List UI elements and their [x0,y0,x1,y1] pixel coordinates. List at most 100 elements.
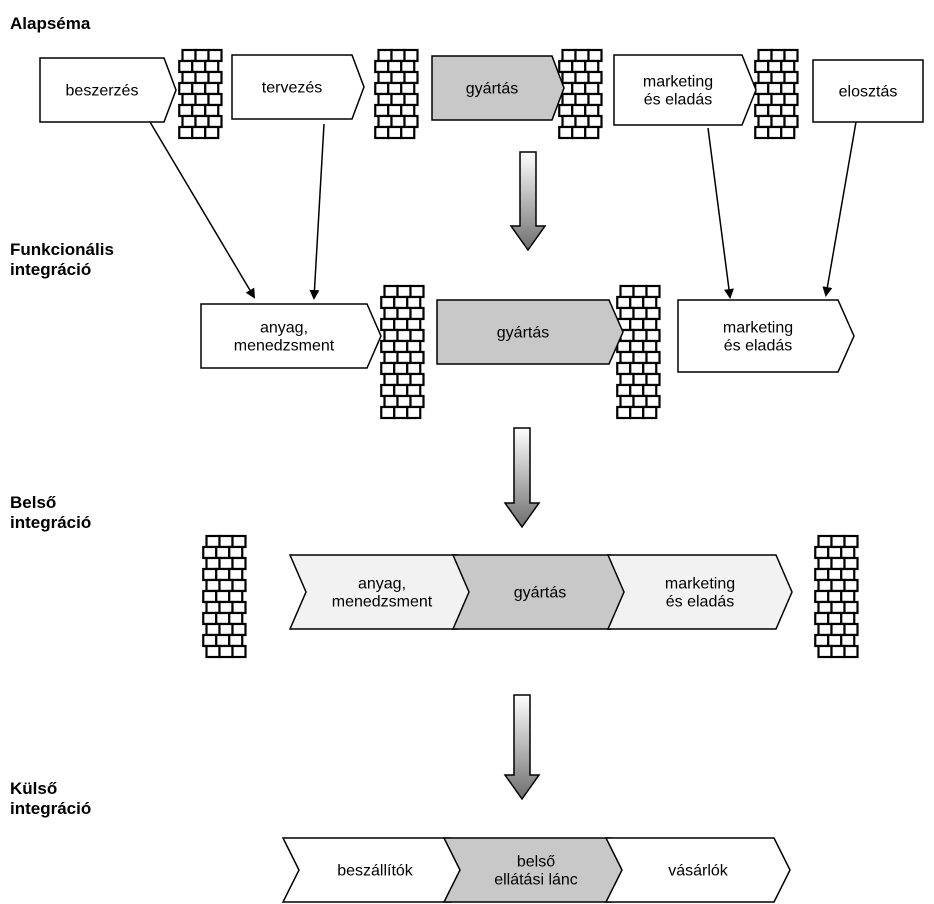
brick [616,405,632,420]
brick [406,361,422,376]
brick [645,328,661,343]
brick [377,114,393,129]
brick [827,567,843,582]
brick [830,578,846,593]
brick [228,633,244,648]
brick [830,534,846,549]
brick [616,383,632,398]
brick [205,556,221,571]
brick [645,350,661,365]
brick [181,70,197,85]
box-label: anyag,menedzsment [234,320,335,355]
brick [780,103,796,118]
brick [374,59,390,74]
brick [396,350,412,365]
stage-label-external-integration: Külső integráció [10,779,91,819]
brick [558,103,574,118]
brick [814,589,830,604]
brick [218,556,234,571]
brick [571,125,587,140]
brick [409,372,425,387]
brick [843,556,859,571]
segment-vasarlok-shape [604,837,791,903]
brick [387,81,403,96]
brick [178,125,194,140]
brick [814,633,830,648]
brick [830,600,846,615]
box-elosztas: elosztás [812,59,924,123]
brick [629,405,645,420]
box-anyag-menedzsment: anyag,menedzsment [200,303,382,369]
box-label: gyártás [497,325,549,342]
brick [645,394,661,409]
brick [574,92,590,107]
brick [409,394,425,409]
stage-label-line: integráció [10,260,92,279]
brick [767,103,783,118]
brick [645,284,661,299]
brick [840,567,856,582]
brick [783,114,799,129]
brick [400,59,416,74]
box-tervezes-shape [231,54,365,120]
brick [629,295,645,310]
brick [393,317,409,332]
brick [754,103,770,118]
brick [632,306,648,321]
brick [827,611,843,626]
box-marketing-es-eladas-funkcionalis-shape [677,299,855,373]
brick [396,284,412,299]
brick [619,284,635,299]
brick [228,567,244,582]
down-arrow-1-icon [509,151,547,252]
brick [814,567,830,582]
brick [194,48,210,63]
brick [178,59,194,74]
brick [215,589,231,604]
brick [380,361,396,376]
brick [380,383,396,398]
brick [587,114,603,129]
brick [207,70,223,85]
brick [817,600,833,615]
brick [574,48,590,63]
segment-label: vásárlók [668,863,729,880]
brick [194,70,210,85]
segment-label: beszállítók [337,863,414,880]
brick [380,405,396,420]
stage-label-line: Alapséma [10,14,91,33]
brick [231,556,247,571]
brick [191,103,207,118]
brick [231,644,247,659]
brick [632,284,648,299]
brick [757,48,773,63]
stage-label-line: integráció [10,799,92,818]
brick [231,534,247,549]
box-tervezes: tervezés [231,54,365,120]
brick [191,81,207,96]
box-gyartas-funkcionalis-shape [436,299,624,365]
brick [817,534,833,549]
box-anyag-menedzsment-shape [200,303,382,369]
brick [783,48,799,63]
brick [561,70,577,85]
brick [383,306,399,321]
brick [406,339,422,354]
brick [619,306,635,321]
brick [830,556,846,571]
brick [383,328,399,343]
brick [181,114,197,129]
brick [767,59,783,74]
brick [770,92,786,107]
brick [840,611,856,626]
brick [840,545,856,560]
brick [380,295,396,310]
brick [767,125,783,140]
brick [642,383,658,398]
brick [228,545,244,560]
brick [383,394,399,409]
brick [409,328,425,343]
